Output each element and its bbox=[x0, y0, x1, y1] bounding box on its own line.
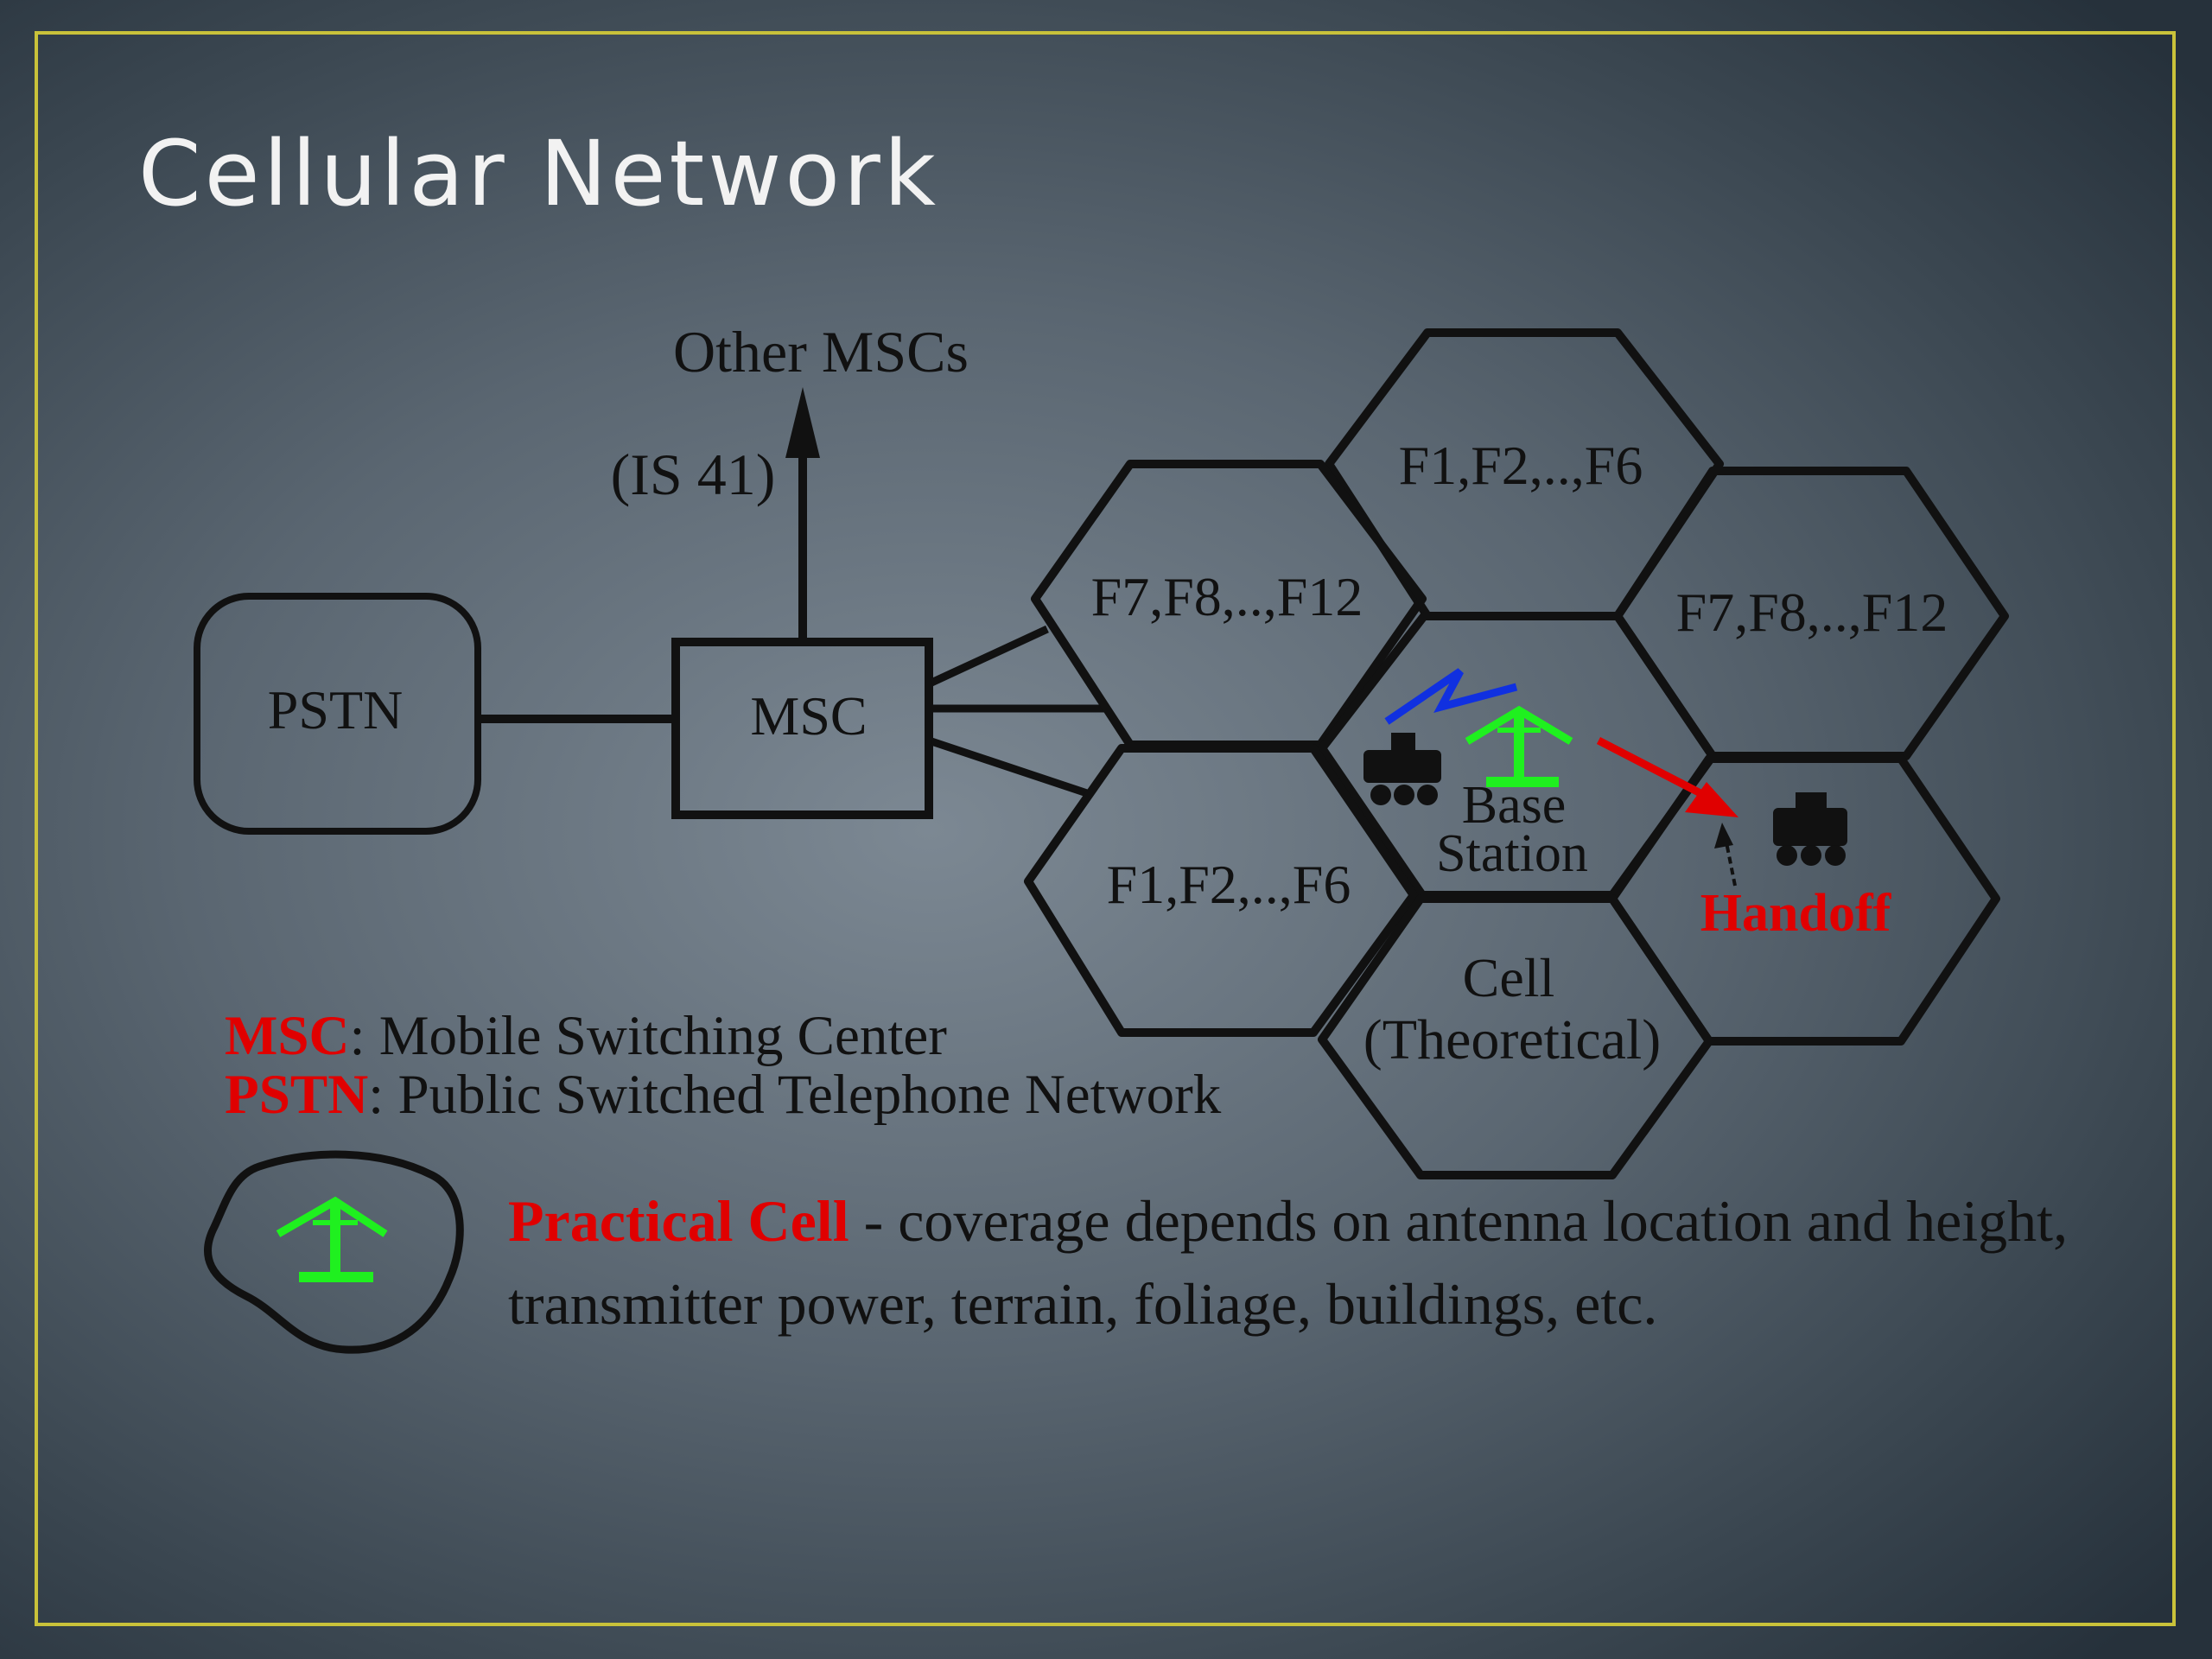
handoff-arrow-line bbox=[1596, 737, 1703, 797]
pstn-label: PSTN bbox=[268, 679, 404, 741]
abbreviation-legend: MSC: Mobile Switching Center PSTN: Publi… bbox=[225, 1007, 1221, 1124]
legend-msc: MSC: Mobile Switching Center bbox=[225, 1007, 1221, 1065]
practical-cell-term: Practical Cell bbox=[508, 1188, 849, 1254]
msc-label: MSC bbox=[750, 685, 867, 747]
cell-lower-left-label: F1,F2,..,F6 bbox=[1107, 854, 1351, 915]
slide-title: Cellular Network bbox=[138, 121, 939, 226]
legend-msc-abbr: MSC bbox=[225, 1005, 350, 1067]
base-station-label-line1: Base bbox=[1462, 776, 1567, 835]
is41-label: (IS 41) bbox=[611, 442, 776, 507]
cell-top-label: F1,F2,..,F6 bbox=[1399, 435, 1643, 496]
legend-pstn-abbr: PSTN bbox=[225, 1064, 369, 1126]
msc-cell-links bbox=[930, 625, 1108, 798]
slide-frame bbox=[35, 31, 2176, 1626]
handoff-pointer-line bbox=[1725, 842, 1737, 887]
cell-theoretical-label-line2: (Theoretical) bbox=[1363, 1008, 1661, 1071]
handoff-vehicle-icon bbox=[1773, 792, 1847, 866]
handoff-arrow-head bbox=[1685, 782, 1738, 817]
cell-upper-left-label: F7,F8,..,F12 bbox=[1091, 566, 1363, 627]
pstn-box bbox=[194, 593, 481, 835]
handoff-label: Handoff bbox=[1700, 884, 1892, 943]
base-station-antenna-icon bbox=[1465, 705, 1573, 787]
practical-cell-description: Practical Cell - coverage depends on ant… bbox=[508, 1179, 2133, 1345]
base-station-label-line2: Station bbox=[1436, 824, 1588, 883]
legend-pstn-definition: : Public Switched Telephone Network bbox=[368, 1064, 1222, 1126]
is41-arrow-head bbox=[785, 387, 820, 458]
signal-zigzag bbox=[1384, 668, 1518, 725]
cell-upper-right-label: F7,F8,..,F12 bbox=[1676, 582, 1948, 643]
handoff-pointer-head bbox=[1714, 823, 1733, 849]
cell-lower-left bbox=[1024, 744, 1418, 1037]
mobile-vehicle-icon bbox=[1363, 733, 1441, 805]
practical-cell-text: - coverage depends on antenna location a… bbox=[508, 1188, 2069, 1337]
cell-bottom bbox=[1318, 894, 1713, 1179]
legend-msc-definition: : Mobile Switching Center bbox=[349, 1005, 947, 1067]
other-mscs-label: Other MSCs bbox=[673, 319, 969, 385]
msc-box bbox=[671, 638, 933, 819]
practical-cell-antenna-icon bbox=[276, 1196, 388, 1282]
practical-cell-outline bbox=[203, 1150, 464, 1354]
cell-theoretical-label-line1: Cell bbox=[1463, 947, 1555, 1008]
legend-pstn: PSTN: Public Switched Telephone Network bbox=[225, 1065, 1221, 1124]
